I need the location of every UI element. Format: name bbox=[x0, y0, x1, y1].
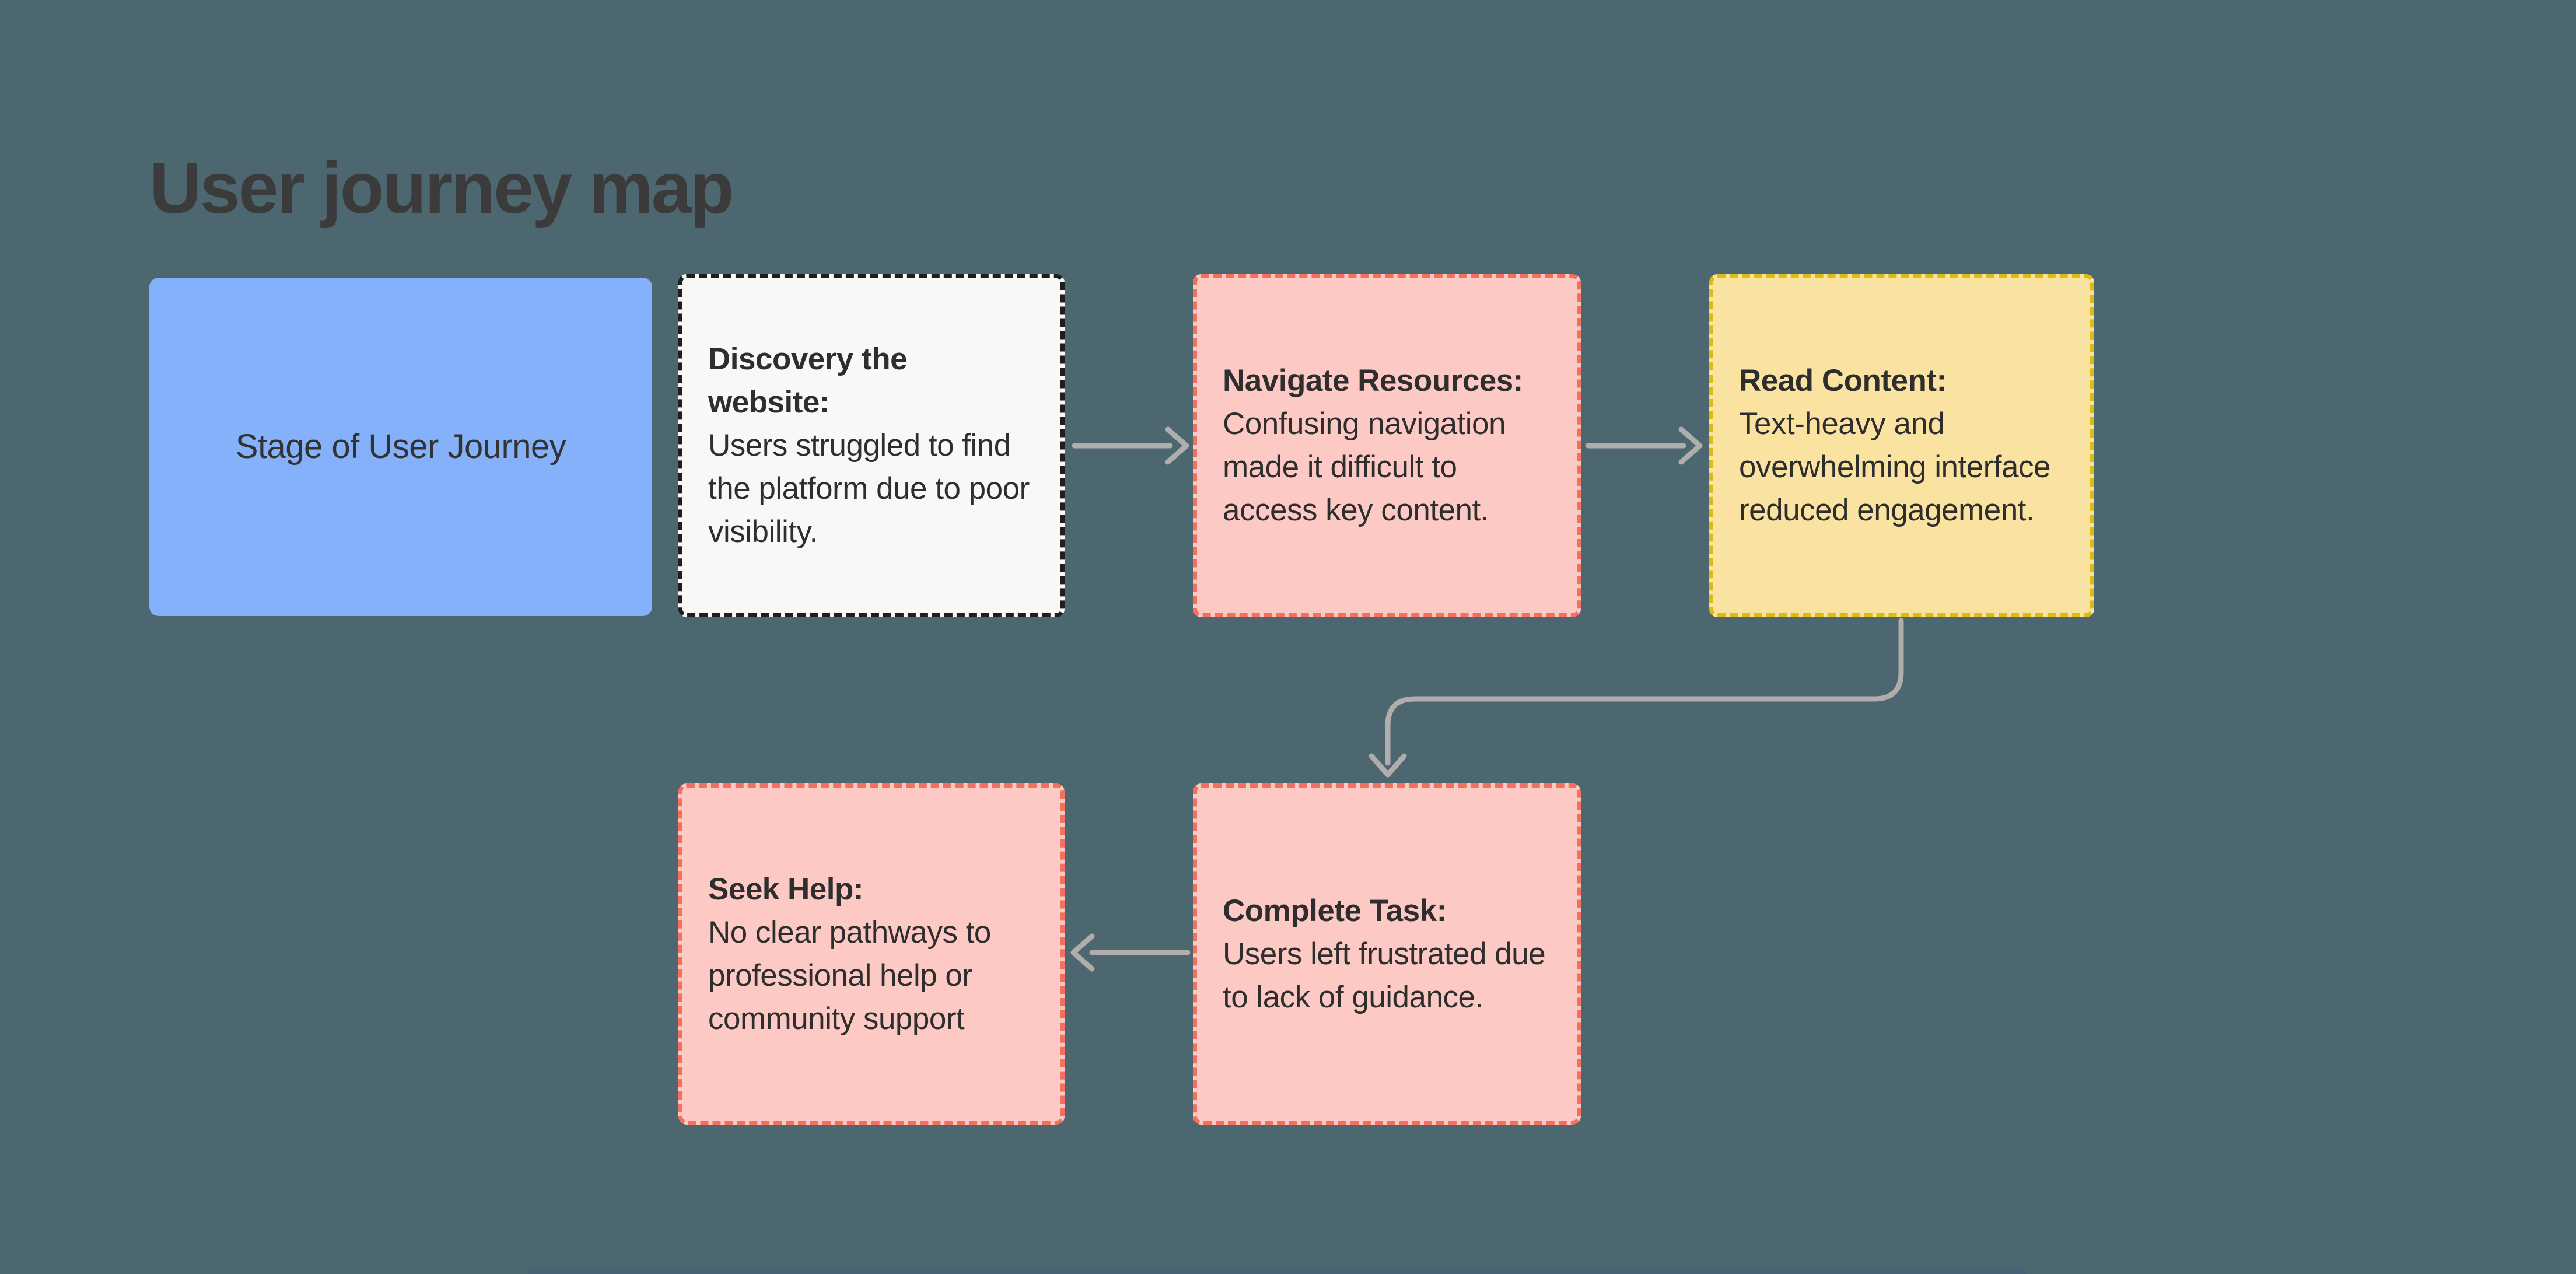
node-body: Text-heavy and overwhelming interface re… bbox=[1739, 407, 2050, 527]
arrow-discovery-to-navigate[interactable] bbox=[1072, 426, 1189, 465]
node-body: Confusing navigation made it difficult t… bbox=[1223, 407, 1506, 527]
arrow-head-left-icon bbox=[1070, 933, 1095, 972]
node-complete-task[interactable]: Complete Task: Users left frustrated due… bbox=[1193, 783, 1581, 1125]
node-body: Users left frustrated due to lack of gui… bbox=[1223, 936, 1546, 1014]
node-navigate-resources[interactable]: Navigate Resources: Confusing navigation… bbox=[1193, 274, 1581, 617]
arrow-elbow-shaft bbox=[1385, 618, 1904, 766]
page-title: User journey map bbox=[149, 148, 734, 229]
node-heading: Read Content: bbox=[1739, 363, 1947, 398]
node-heading: Complete Task: bbox=[1223, 893, 1447, 928]
arrow-head-right-icon bbox=[1165, 426, 1189, 465]
node-read-content[interactable]: Read Content: Text-heavy and overwhelmin… bbox=[1709, 274, 2094, 617]
node-heading: Seek Help: bbox=[708, 872, 864, 907]
node-body: Users struggled to find the platform due… bbox=[708, 428, 1030, 549]
node-discovery-the-website[interactable]: Discovery the website: Users struggled t… bbox=[678, 274, 1065, 617]
arrow-complete-task-to-seek-help[interactable] bbox=[1070, 933, 1191, 972]
node-body: No clear pathways to professional help o… bbox=[708, 915, 991, 1036]
arrow-navigate-to-read-content[interactable] bbox=[1585, 426, 1703, 465]
node-heading: Navigate Resources: bbox=[1223, 363, 1523, 398]
node-label: Stage of User Journey bbox=[235, 428, 566, 466]
arrow-read-content-to-complete-task[interactable] bbox=[1368, 618, 1904, 778]
node-heading: Discovery the website: bbox=[708, 342, 908, 419]
node-seek-help[interactable]: Seek Help: No clear pathways to professi… bbox=[678, 783, 1065, 1125]
arrow-head-down-icon bbox=[1368, 753, 1407, 778]
arrow-head-right-icon bbox=[1678, 426, 1703, 465]
node-stage-of-user-journey[interactable]: Stage of User Journey bbox=[149, 278, 652, 616]
horizontal-scrollbar[interactable] bbox=[528, 1269, 2027, 1274]
